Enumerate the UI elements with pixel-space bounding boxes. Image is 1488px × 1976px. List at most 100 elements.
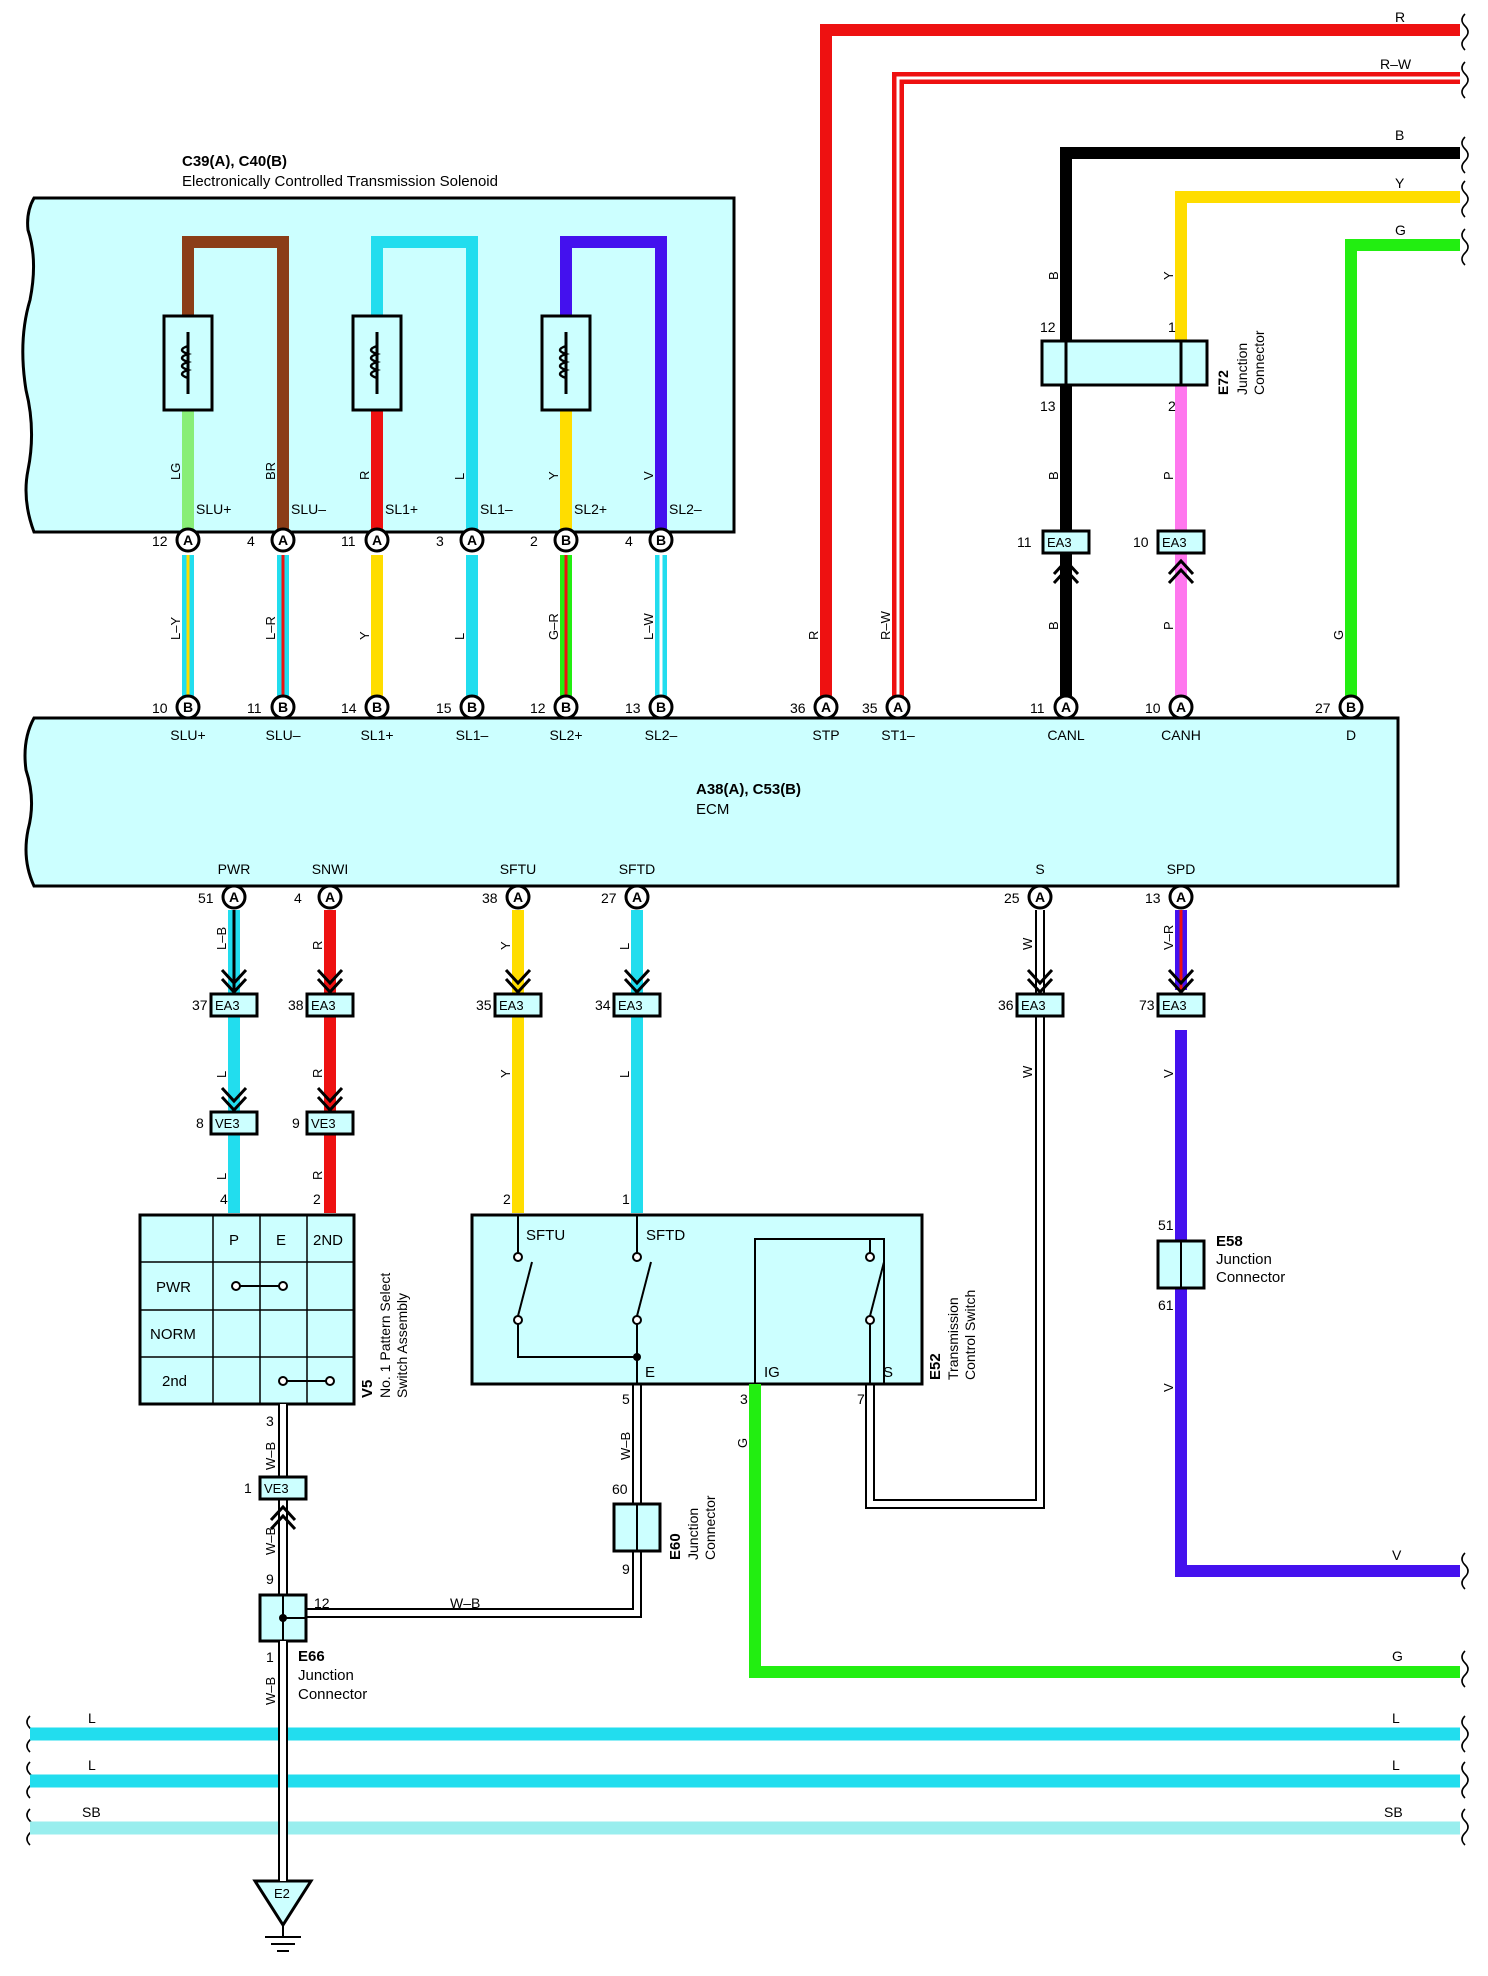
ve3-pin-number: 8: [196, 1115, 204, 1131]
ecm-pin-SL1+: B: [364, 694, 390, 720]
solenoid-wire-label: Y: [546, 471, 561, 480]
ecm-wire-label: L: [452, 633, 467, 640]
ecm-pin-label: SL2+: [549, 727, 582, 743]
svg-text:A: A: [183, 532, 193, 548]
e72-name-2: Connector: [1251, 330, 1267, 395]
e58-name-2: Connector: [1216, 1269, 1285, 1286]
ecm-pin-number: 35: [862, 700, 878, 716]
svg-text:A: A: [372, 532, 382, 548]
svg-text:B: B: [372, 699, 382, 715]
solenoid-sl2-loop: [560, 236, 667, 540]
v5-col-e: E: [276, 1232, 286, 1249]
v5-col-2nd: 2ND: [313, 1232, 343, 1249]
solenoid-wire-label: V: [641, 471, 656, 480]
ecm-pin-label: STP: [812, 727, 839, 743]
ecm-wire-label: L–W: [641, 613, 656, 640]
ve3-ground-pin-below: 9: [266, 1571, 274, 1587]
solenoid-pin-number: 11: [341, 533, 356, 549]
ea3-wire-label: V: [1161, 1069, 1176, 1078]
e52-pin-1: 1: [622, 1191, 630, 1207]
ecm-pin-ST1–: A: [885, 694, 911, 720]
ecm-pin-SNWI: A: [317, 884, 343, 910]
top-wire-label-r: R: [1395, 9, 1405, 25]
e66-name-2: Connector: [298, 1686, 367, 1703]
solenoid-ref: C39(A), C40(B): [182, 153, 287, 170]
ecm-pin-SFTU: A: [505, 884, 531, 910]
ea3-canl-wire: B: [1046, 621, 1061, 630]
e66-junction-connector: [258, 1593, 308, 1643]
solenoid-pin-number: 2: [530, 533, 538, 549]
ecm-ref: A38(A), C53(B): [696, 781, 801, 798]
ea3-pin-number: 37: [192, 997, 208, 1013]
svg-text:B: B: [656, 532, 666, 548]
e52-name-1: Transmission: [945, 1297, 961, 1380]
svg-text:A: A: [1061, 699, 1071, 715]
e72-wire-y-top: Y: [1161, 271, 1176, 280]
svg-text:B: B: [1346, 699, 1356, 715]
solenoid-coil-icon: [540, 314, 592, 412]
wire-g-d: [1345, 239, 1460, 697]
ecm-pin-CANH: A: [1168, 694, 1194, 720]
ecm-pin-SLU–: B: [270, 694, 296, 720]
svg-text:A: A: [278, 532, 288, 548]
ecm-wire-label: L–R: [263, 616, 278, 640]
ea3-canl-pin: 11: [1017, 534, 1032, 550]
e60-pin-60: 60: [612, 1481, 628, 1497]
svg-text:A: A: [821, 699, 831, 715]
ecm-pin-number: 11: [1030, 700, 1045, 716]
ve3-wire-label: R: [310, 1171, 325, 1180]
ecm-wire-label: L: [617, 943, 632, 950]
ve3-name: VE3: [215, 1116, 240, 1131]
e52-pin-2: 2: [503, 1191, 511, 1207]
e58-pin-61: 61: [1158, 1297, 1174, 1313]
svg-text:A: A: [1176, 699, 1186, 715]
ecm-pin-label: SLU–: [265, 727, 300, 743]
svg-text:B: B: [561, 699, 571, 715]
wire-b-canl: [1060, 147, 1460, 697]
solenoid-pin-number: 3: [436, 533, 444, 549]
v5-name-1: No. 1 Pattern Select: [377, 1273, 393, 1398]
ecm-pin-SPD: A: [1168, 884, 1194, 910]
ea3-name: EA3: [311, 998, 336, 1013]
top-wire-label-g: G: [1395, 222, 1406, 238]
bus-2-label-left: L: [88, 1757, 96, 1773]
ecm-pin-number: 11: [247, 700, 262, 716]
ve3-ground-wire: W–B: [263, 1527, 278, 1555]
right-wire-label-g: G: [1392, 1648, 1403, 1664]
ecm-pin-number: 51: [198, 890, 214, 906]
e66-name-1: Junction: [298, 1667, 354, 1684]
ea3-canh-wire: P: [1161, 621, 1176, 630]
solenoid-pin-SL1+: A: [364, 527, 390, 553]
svg-text:B: B: [467, 699, 477, 715]
ecm-pin-label: ST1–: [881, 727, 915, 743]
ecm-pin-label: SPD: [1167, 861, 1196, 877]
ecm-pin-PWR: A: [221, 884, 247, 910]
ecm-pin-number: 4: [294, 890, 302, 906]
ecm-pin-label: D: [1346, 727, 1356, 743]
ecm-pin-SL2–: B: [648, 694, 674, 720]
e72-ref: E72: [1215, 370, 1231, 395]
ea3-pin-number: 38: [288, 997, 304, 1013]
solenoid-name: Electronically Controlled Transmission S…: [182, 173, 498, 190]
wire-wb-e66-e60: [283, 1384, 642, 1618]
top-wire-label-rw: R–W: [1380, 56, 1412, 72]
ea3-pin-number: 36: [998, 997, 1014, 1013]
ecm-pin-label: CANH: [1161, 727, 1201, 743]
e52-ref: E52: [927, 1353, 944, 1380]
ea3-name: EA3: [1162, 998, 1187, 1013]
bus-3-label-right: SB: [1384, 1804, 1403, 1820]
e52-pin-3: 3: [740, 1391, 748, 1407]
v5-pin-2: 2: [313, 1191, 321, 1207]
ecm-pin-S: A: [1027, 884, 1053, 910]
ecm-pin-number: 27: [1315, 700, 1331, 716]
ecm-pin-number: 10: [152, 700, 168, 716]
svg-text:A: A: [467, 532, 477, 548]
ecm-pin-number: 15: [436, 700, 452, 716]
v5-col-p: P: [229, 1232, 239, 1249]
svg-text:B: B: [561, 532, 571, 548]
ea3-wire-label: L: [617, 1071, 632, 1078]
